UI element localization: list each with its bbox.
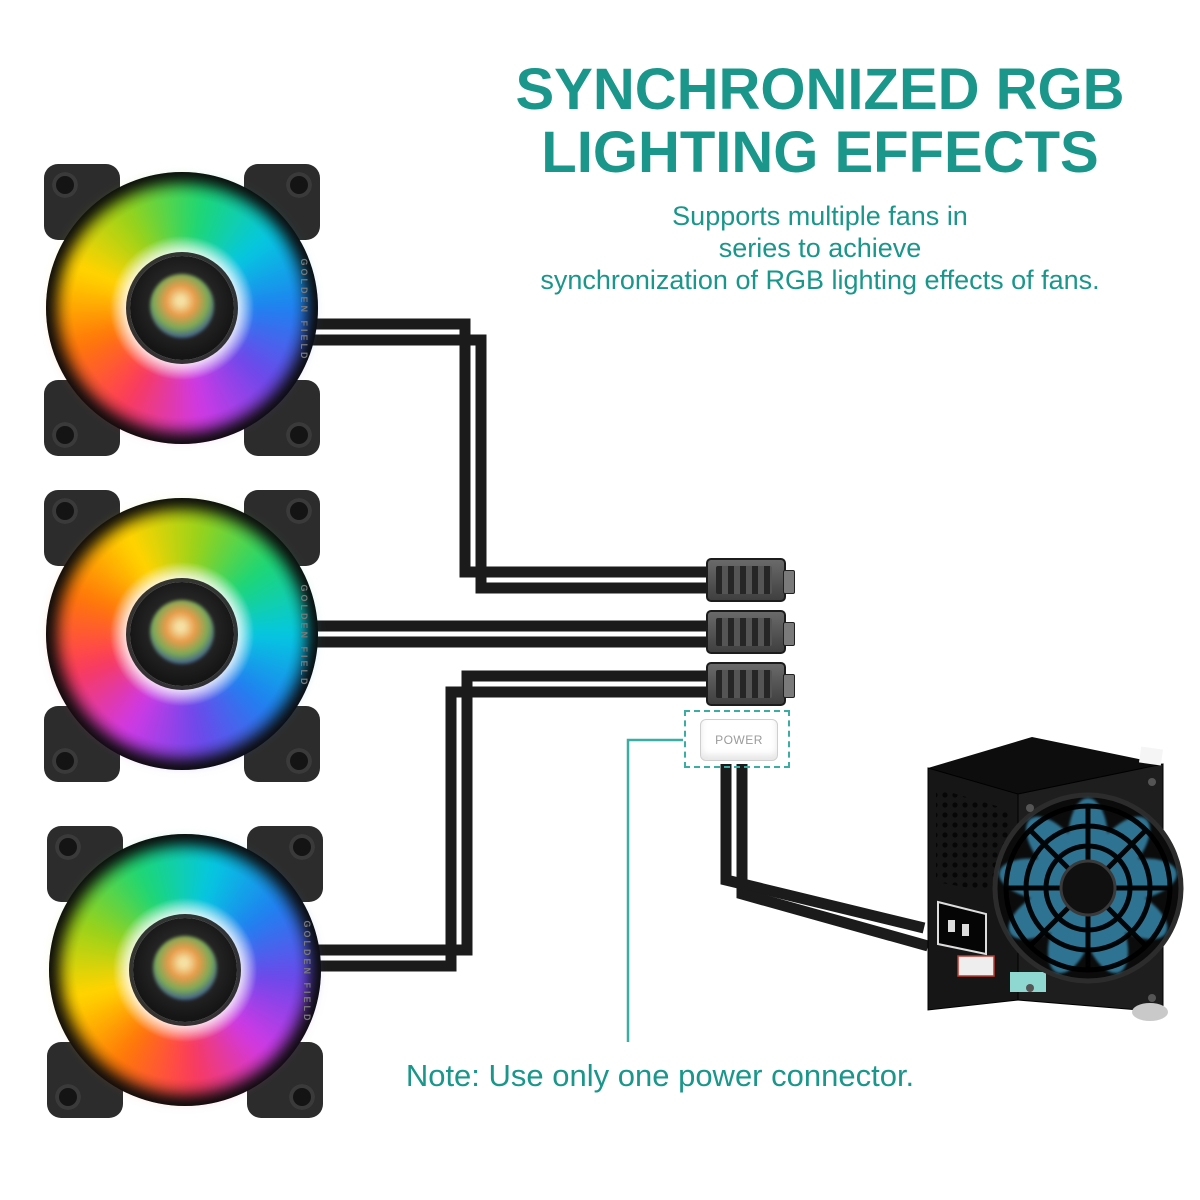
psu-power-socket <box>937 900 987 956</box>
title-line-1: SYNCHRONIZED RGB <box>515 57 1125 122</box>
rgb-fan-1: GOLDEN FIELD <box>42 156 322 464</box>
subtitle-line-3: synchronization of RGB lighting effects … <box>540 265 1100 295</box>
screw-hole <box>52 172 78 198</box>
power-connector-callout: POWER <box>684 710 790 768</box>
headline-block: SYNCHRONIZED RGB LIGHTING EFFECTS Suppor… <box>450 58 1190 296</box>
rgb-connector-3 <box>706 662 795 706</box>
fan-hub <box>133 918 237 1022</box>
psu-screw <box>1148 778 1156 786</box>
connector-tab <box>783 622 795 646</box>
psu-vent-grille <box>936 788 1010 895</box>
psu-screw <box>1148 994 1156 1002</box>
screw-hole <box>52 498 78 524</box>
subtitle-line-1: Supports multiple fans in <box>672 201 968 231</box>
fan3-cable <box>295 670 710 972</box>
psu-foot <box>1132 1003 1168 1021</box>
annotation-line <box>626 738 683 1042</box>
note-text: Note: Use only one power connector. <box>405 1058 915 1093</box>
power-connector: POWER <box>700 719 778 761</box>
screw-hole <box>52 748 78 774</box>
screw-hole <box>55 834 81 860</box>
psu-screw <box>1026 984 1034 992</box>
psu-corner-tag <box>1138 746 1164 766</box>
psu-top-face <box>928 737 1163 794</box>
fan-brand-label: GOLDEN FIELD <box>299 258 309 362</box>
fan-frame <box>9 794 361 1146</box>
fan1-cable <box>295 318 710 594</box>
rgb-connector-2 <box>706 610 795 654</box>
screw-hole <box>289 834 315 860</box>
fan-frame <box>46 172 318 444</box>
connector-cluster <box>706 558 795 714</box>
fan2-cable <box>300 620 710 648</box>
power-connector-label: POWER <box>715 733 763 747</box>
fan-brand-label: GOLDEN FIELD <box>299 584 309 688</box>
fan-brand-label: GOLDEN FIELD <box>302 920 312 1024</box>
fan-hub <box>130 256 234 360</box>
screw-hole <box>286 422 312 448</box>
connector-pins <box>716 566 772 594</box>
rgb-fan-3: GOLDEN FIELD <box>9 794 361 1146</box>
power-supply <box>927 737 1184 1021</box>
connector-pins <box>716 670 772 698</box>
connector-tab <box>783 674 795 698</box>
fan-frame <box>4 456 360 812</box>
fan-hub <box>130 582 234 686</box>
psu-fan <box>992 792 1184 984</box>
psu-fan-grille <box>1003 803 1173 973</box>
hub-reflection <box>150 600 214 664</box>
power-cable <box>720 764 930 952</box>
screw-hole <box>286 498 312 524</box>
hub-reflection <box>153 936 217 1000</box>
screw-hole <box>286 748 312 774</box>
psu-screw <box>1026 804 1034 812</box>
psu-label-sticker <box>957 955 995 977</box>
connector-pins <box>716 618 772 646</box>
rgb-connector-1 <box>706 558 795 602</box>
subtitle: Supports multiple fans in series to achi… <box>450 200 1190 296</box>
screw-hole <box>52 422 78 448</box>
screw-hole <box>286 172 312 198</box>
title-line-2: LIGHTING EFFECTS <box>541 120 1099 185</box>
connector-tab <box>783 570 795 594</box>
subtitle-line-2: series to achieve <box>718 233 922 263</box>
rgb-fan-2: GOLDEN FIELD <box>4 456 360 812</box>
screw-hole <box>289 1084 315 1110</box>
screw-hole <box>55 1084 81 1110</box>
hub-reflection <box>150 274 214 338</box>
psu-spec-sticker <box>1010 972 1046 992</box>
